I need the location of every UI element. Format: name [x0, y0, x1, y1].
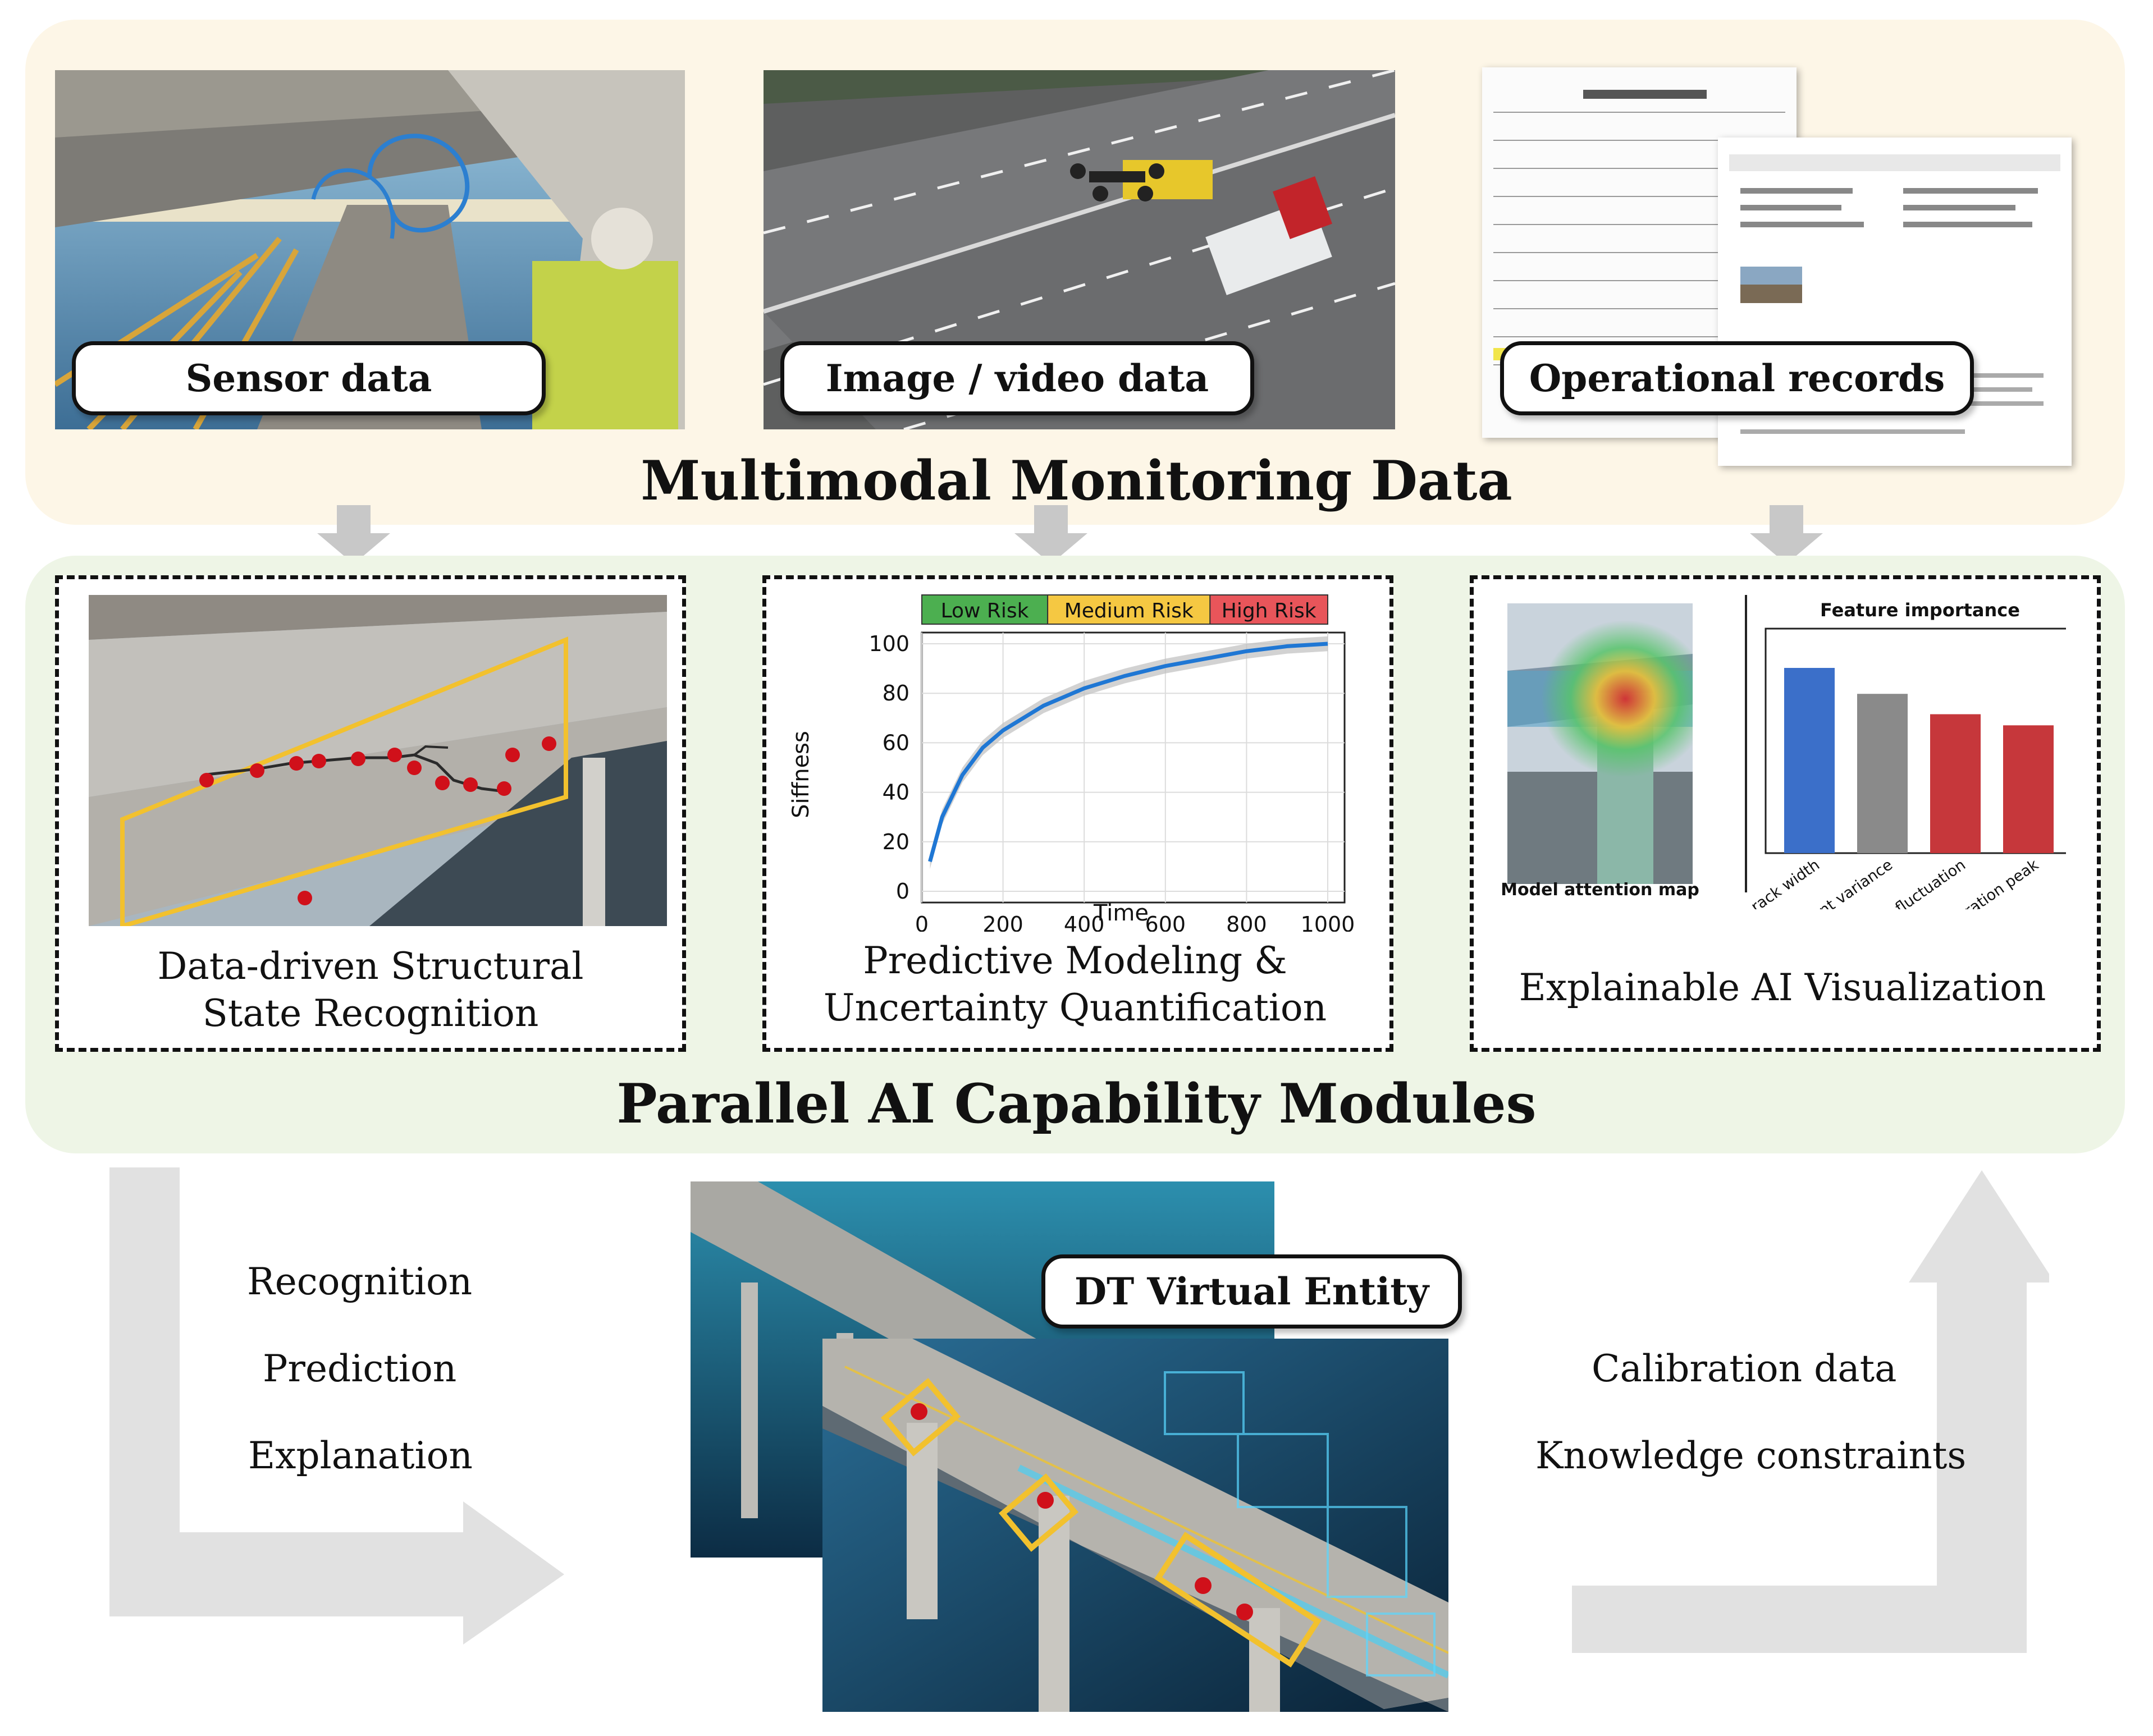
- x-tick-label: 0: [915, 912, 929, 932]
- attention-map-label: Model attention map: [1501, 880, 1699, 900]
- x-tick-label: 1000: [1301, 912, 1355, 932]
- y-axis-label: Siffness: [788, 731, 814, 818]
- sensor-data-label: Sensor data: [72, 341, 546, 415]
- operational-records-label: Operational records: [1500, 341, 1974, 415]
- x-axis-label: Time: [1093, 900, 1149, 926]
- damage-point: [463, 777, 478, 792]
- x-tick-label: 400: [1064, 912, 1105, 932]
- damage-point: [351, 752, 365, 766]
- explainable-module-caption: Explainable AI Visualization: [1519, 966, 2046, 1009]
- risk-band: [921, 594, 1049, 625]
- y-tick-label: 20: [883, 830, 909, 854]
- damage-point: [497, 781, 511, 796]
- y-tick-label: 80: [883, 681, 909, 706]
- down-arrow-icon: [1014, 505, 1087, 564]
- importance-bar: [1930, 714, 1981, 853]
- bridge-inspection-report-document: [1718, 138, 2072, 466]
- dt-bridge-photo-front: [822, 1339, 1448, 1712]
- xai-divider: [1745, 595, 1747, 892]
- damage-point: [542, 736, 556, 751]
- feature-importance-chart: Feature importance Crack widthDisplaceme…: [1752, 599, 2066, 909]
- x-tick-label: 800: [1226, 912, 1267, 932]
- output-flow-arrow-icon: [109, 1167, 564, 1645]
- attention-map-image: [1507, 603, 1693, 884]
- explanation-output: Explanation: [248, 1434, 473, 1477]
- image-video-data-label: Image / video data: [780, 341, 1254, 415]
- importance-bar: [1857, 694, 1908, 853]
- recognition-output: Recognition: [247, 1260, 473, 1303]
- risk-band: [1209, 594, 1329, 625]
- recognition-module-caption: Data-driven Structural State Recognition: [157, 945, 584, 1035]
- y-tick-label: 40: [883, 780, 909, 805]
- risk-band-label: High Risk: [1222, 599, 1317, 622]
- stiffness-curve: [928, 642, 1328, 863]
- knowledge-constraints-input: Knowledge constraints: [1535, 1434, 1967, 1477]
- damage-point: [199, 773, 214, 787]
- damage-point: [289, 756, 304, 771]
- feature-importance-title: Feature importance: [1820, 599, 2020, 621]
- risk-band-label: Medium Risk: [1064, 599, 1194, 622]
- monitoring-data-title: Multimodal Monitoring Data: [641, 449, 1512, 512]
- prediction-output: Prediction: [263, 1347, 457, 1390]
- y-tick-label: 100: [868, 631, 909, 656]
- dt-virtual-entity-label: DT Virtual Entity: [1041, 1254, 1462, 1329]
- damage-point: [505, 748, 520, 762]
- importance-bar: [1784, 668, 1835, 853]
- down-arrow-icon: [317, 505, 390, 564]
- bridge-crack-photo: [89, 595, 667, 926]
- damage-point: [298, 891, 312, 905]
- risk-band: [1047, 594, 1211, 625]
- x-tick-label: 200: [982, 912, 1023, 932]
- calibration-data-input: Calibration data: [1592, 1347, 1897, 1390]
- down-arrow-icon: [1750, 505, 1823, 564]
- x-tick-label: 600: [1145, 912, 1186, 932]
- ai-modules-title: Parallel AI Capability Modules: [616, 1072, 1537, 1135]
- y-tick-label: 60: [883, 730, 909, 755]
- damage-point: [250, 763, 264, 778]
- importance-category-label: Crack width: [1752, 856, 1823, 909]
- risk-band-label: Low Risk: [941, 599, 1029, 622]
- importance-bar: [2003, 725, 2054, 853]
- damage-point: [387, 748, 402, 762]
- damage-point: [435, 776, 450, 790]
- prediction-module-caption: Predictive Modeling & Uncertainty Quanti…: [823, 939, 1327, 1029]
- damage-point: [312, 754, 326, 768]
- damage-point: [407, 761, 422, 775]
- feedback-flow-arrow-icon: [1572, 1170, 2049, 1653]
- y-tick-label: 0: [896, 879, 909, 904]
